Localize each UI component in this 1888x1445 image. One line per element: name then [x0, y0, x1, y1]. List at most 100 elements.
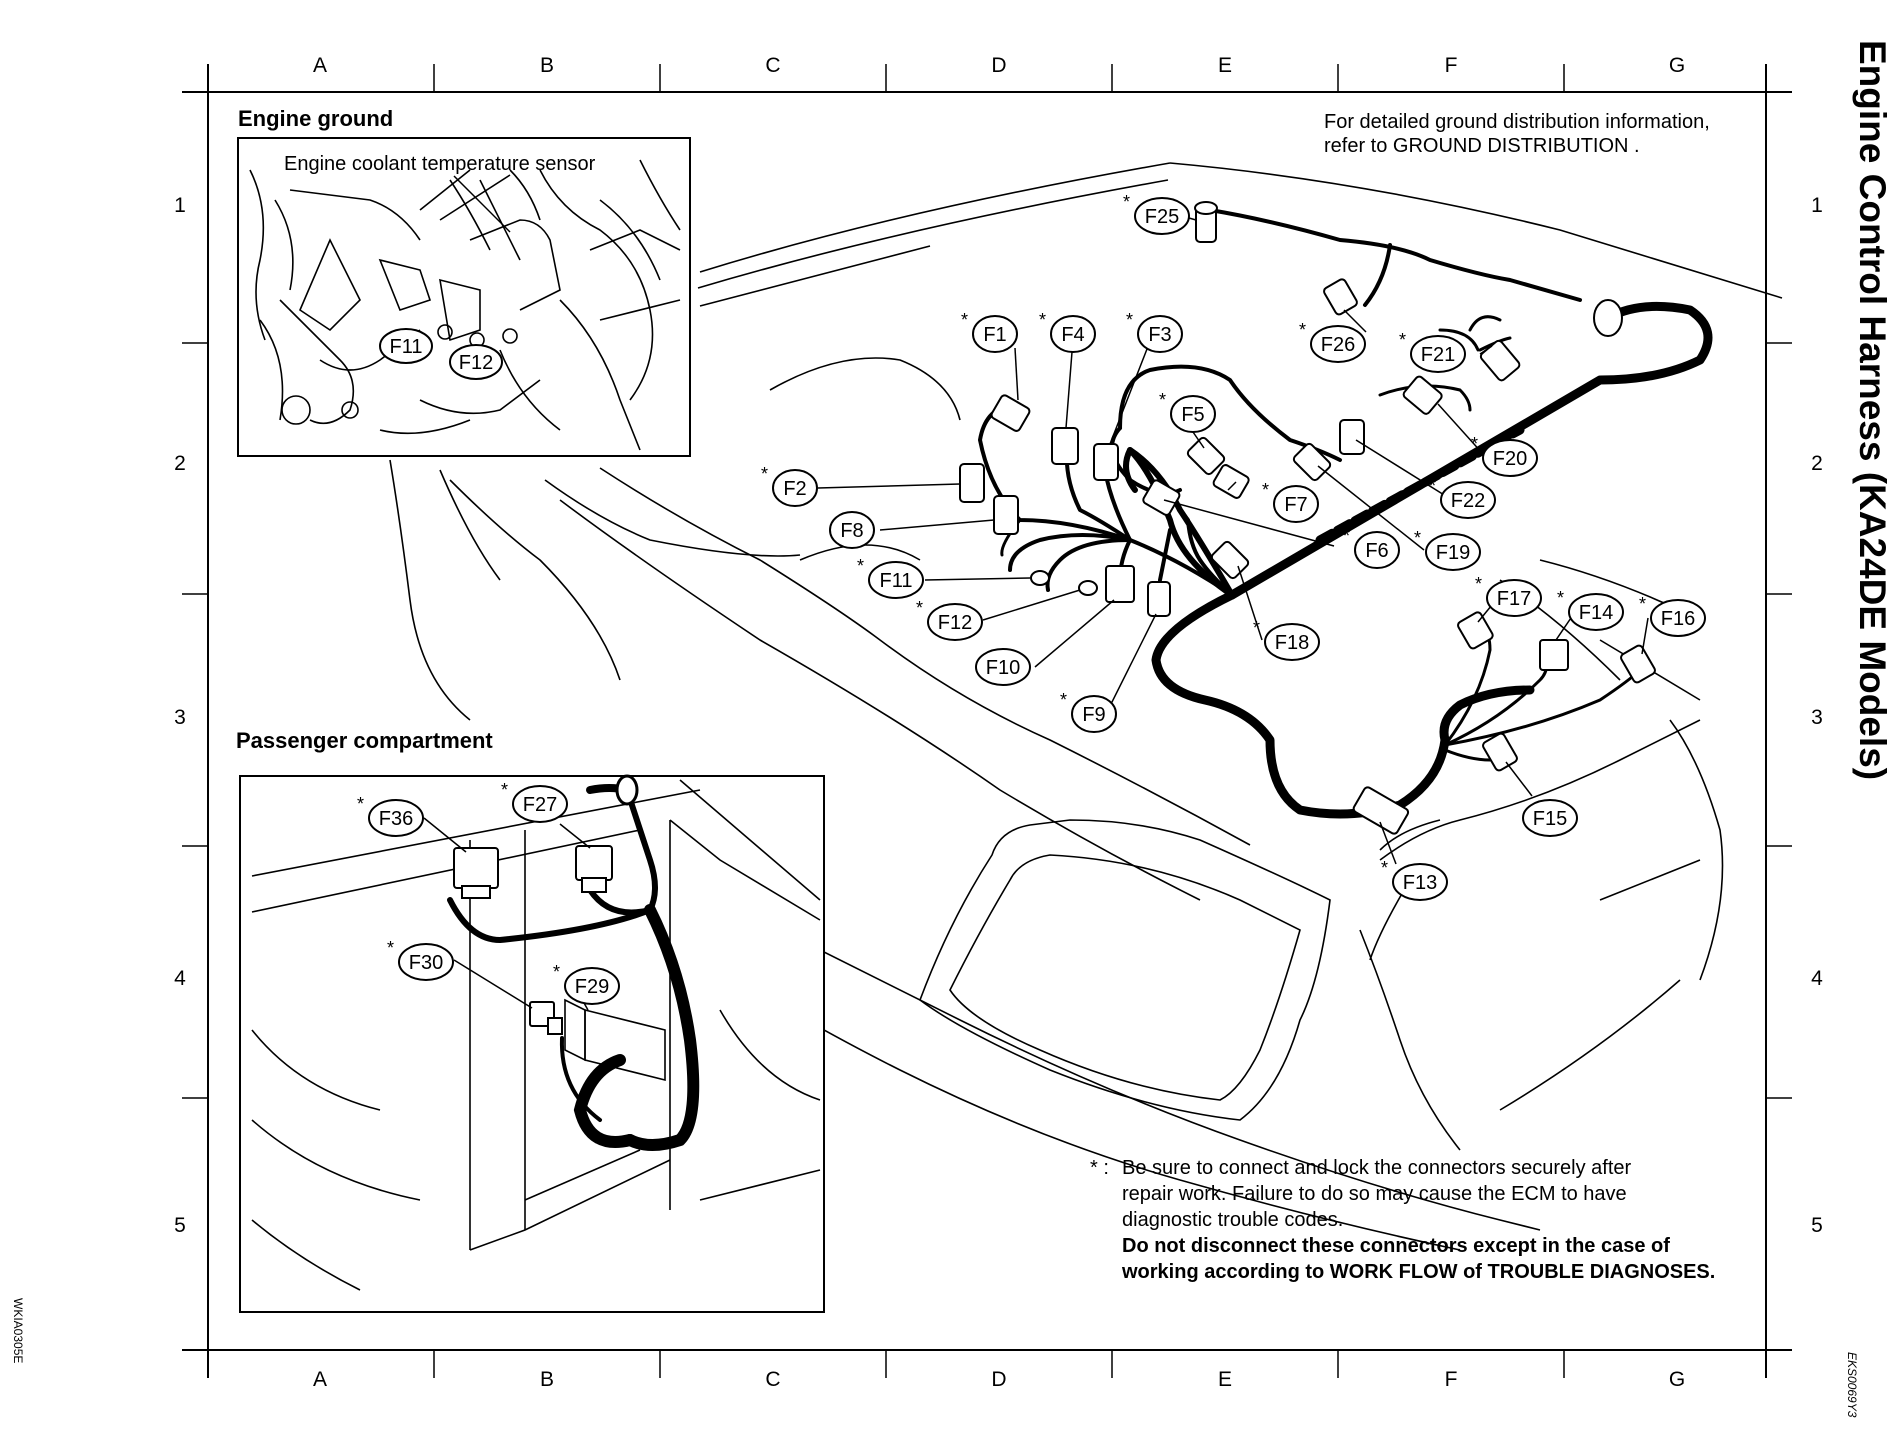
- star-marker: *: [916, 598, 923, 618]
- connector-label-f4: F4*: [1039, 310, 1096, 353]
- connector-bubble: [1310, 325, 1366, 363]
- star-marker: *: [1253, 618, 1260, 638]
- star-marker: *: [1429, 476, 1436, 496]
- star-marker: *: [1471, 434, 1478, 454]
- connector-label-f9: F9*: [1060, 690, 1117, 733]
- star-marker: *: [1039, 310, 1046, 330]
- leader-lines: [423, 217, 1649, 1011]
- connector-id: F7: [1284, 494, 1307, 516]
- connector-label-f15: F15: [1522, 799, 1578, 837]
- connector-bubble: [1568, 593, 1624, 631]
- star-marker: *: [501, 780, 508, 800]
- connector-id: F16: [1661, 608, 1695, 630]
- connector-id: F13: [1403, 872, 1437, 894]
- star-marker: *: [1557, 588, 1564, 608]
- connector-label-f22: F22*: [1429, 476, 1496, 519]
- connector-id: F5: [1181, 404, 1204, 426]
- grid-ticks: [182, 64, 1792, 1378]
- connector-label-f18: F18 *: [1253, 618, 1320, 661]
- row-labels-right: 1 2 3 4 5: [1811, 194, 1823, 1237]
- connector-label-f20: F20*: [1471, 434, 1538, 477]
- connector-bubble: [1650, 599, 1706, 637]
- connector-id: F8: [840, 520, 863, 542]
- col-label: A: [313, 1368, 327, 1391]
- connector-id: F12: [938, 612, 972, 634]
- ground-note-line-2: refer to GROUND DISTRIBUTION .: [1324, 135, 1640, 157]
- connector-id: F11: [880, 570, 913, 592]
- col-label: D: [991, 1368, 1006, 1391]
- row-label: 5: [174, 1214, 186, 1237]
- coolant-sensor-leader: [453, 175, 511, 233]
- footnote-line-3: diagnostic trouble codes.: [1122, 1209, 1343, 1231]
- star-marker: *: [1343, 526, 1350, 546]
- passenger-compartment-title: Passenger compartment: [236, 728, 493, 753]
- connector-label-f21: F21*: [1399, 330, 1466, 373]
- connector-id: F19: [1436, 542, 1470, 564]
- passenger-compartment-panel: Passenger compartment: [236, 728, 825, 1313]
- connector-id: F18: [1275, 632, 1309, 654]
- connector-label-f12: F12 *: [916, 598, 983, 641]
- connector-label-f5: F5 *: [1159, 390, 1216, 433]
- inset-f12-label: F12: [459, 352, 493, 374]
- connector-label-f26: F26*: [1299, 320, 1366, 363]
- connector-bubble: [1273, 485, 1319, 523]
- connector-bubble: [927, 603, 983, 641]
- star-marker: *: [1475, 574, 1482, 594]
- row-label: 1: [1811, 194, 1823, 217]
- column-labels-bottom: A B C D E F G: [313, 1368, 1685, 1391]
- connector-bubble: [1134, 197, 1190, 235]
- row-label: 1: [174, 194, 186, 217]
- connector-label-f8: F8: [829, 511, 875, 549]
- side-code-left: WKIA0305E: [11, 1298, 25, 1363]
- star-marker: *: [1159, 390, 1166, 410]
- page-title: Engine Control Harness (KA24DE Models): [1852, 40, 1888, 780]
- star-marker: *: [1123, 192, 1130, 212]
- footnote-bold-line-2: working according to WORK FLOW of TROUBL…: [1121, 1261, 1715, 1283]
- star-marker: *: [1381, 858, 1388, 878]
- engine-ground-title: Engine ground: [238, 106, 393, 131]
- coolant-sensor-callout: Engine coolant temperature sensor: [284, 153, 596, 175]
- connector-bubble: [368, 799, 424, 837]
- connector-bubble: [1440, 481, 1496, 519]
- col-label: E: [1218, 54, 1232, 77]
- connector-id: F1: [983, 324, 1006, 346]
- connector-id: F10: [986, 657, 1020, 679]
- footnote: * : Be sure to connect and lock the conn…: [1090, 1157, 1715, 1283]
- inset-f11-label: F11: [390, 336, 423, 358]
- connector-id: F2: [783, 478, 806, 500]
- col-label: B: [540, 54, 554, 77]
- side-code-right: EKS0069Y3: [1845, 1352, 1859, 1418]
- connector-id: F29: [575, 976, 609, 998]
- col-label: E: [1218, 1368, 1232, 1391]
- connector-labels: F25*F26*F1*F4*F3*F21*F5*F20*F2*F7*F22*F8…: [357, 192, 1706, 1005]
- connector-bubble: [398, 943, 454, 981]
- connector-bubble: [1486, 579, 1542, 617]
- footnote-bold-line-1: Do not disconnect these connectors excep…: [1122, 1235, 1670, 1257]
- passenger-art: [251, 779, 821, 1291]
- connector-bubble: [1522, 799, 1578, 837]
- connector-bubble: [1264, 623, 1320, 661]
- engine-bay-outline: [389, 162, 1783, 1251]
- engine-ground-panel: Engine ground Engine coolant temperature…: [237, 106, 691, 457]
- connector-id: F14: [1579, 602, 1613, 624]
- connector-label-f36: F36*: [357, 794, 424, 837]
- connector-id: F6: [1365, 540, 1388, 562]
- connector-label-f27: F27*: [501, 780, 568, 823]
- connector-label-f1: F1 *: [961, 310, 1018, 353]
- connector-bubble: [829, 511, 875, 549]
- connector-label-f19: F19*: [1414, 528, 1481, 571]
- connector-bubble: [564, 967, 620, 1005]
- footnote-marker: * :: [1090, 1157, 1109, 1179]
- connector-label-f2: F2 *: [761, 464, 818, 507]
- connector-id: F25: [1145, 206, 1179, 228]
- row-labels-left: 1 2 3 4 5: [174, 194, 186, 1237]
- star-marker: *: [1639, 594, 1646, 614]
- star-marker: *: [961, 310, 968, 330]
- col-label: G: [1669, 54, 1685, 77]
- star-marker: *: [1060, 690, 1067, 710]
- connector-label-f16: F16 *: [1639, 594, 1706, 637]
- connector-bubble: [1170, 395, 1216, 433]
- star-marker: *: [761, 464, 768, 484]
- col-label: D: [991, 54, 1006, 77]
